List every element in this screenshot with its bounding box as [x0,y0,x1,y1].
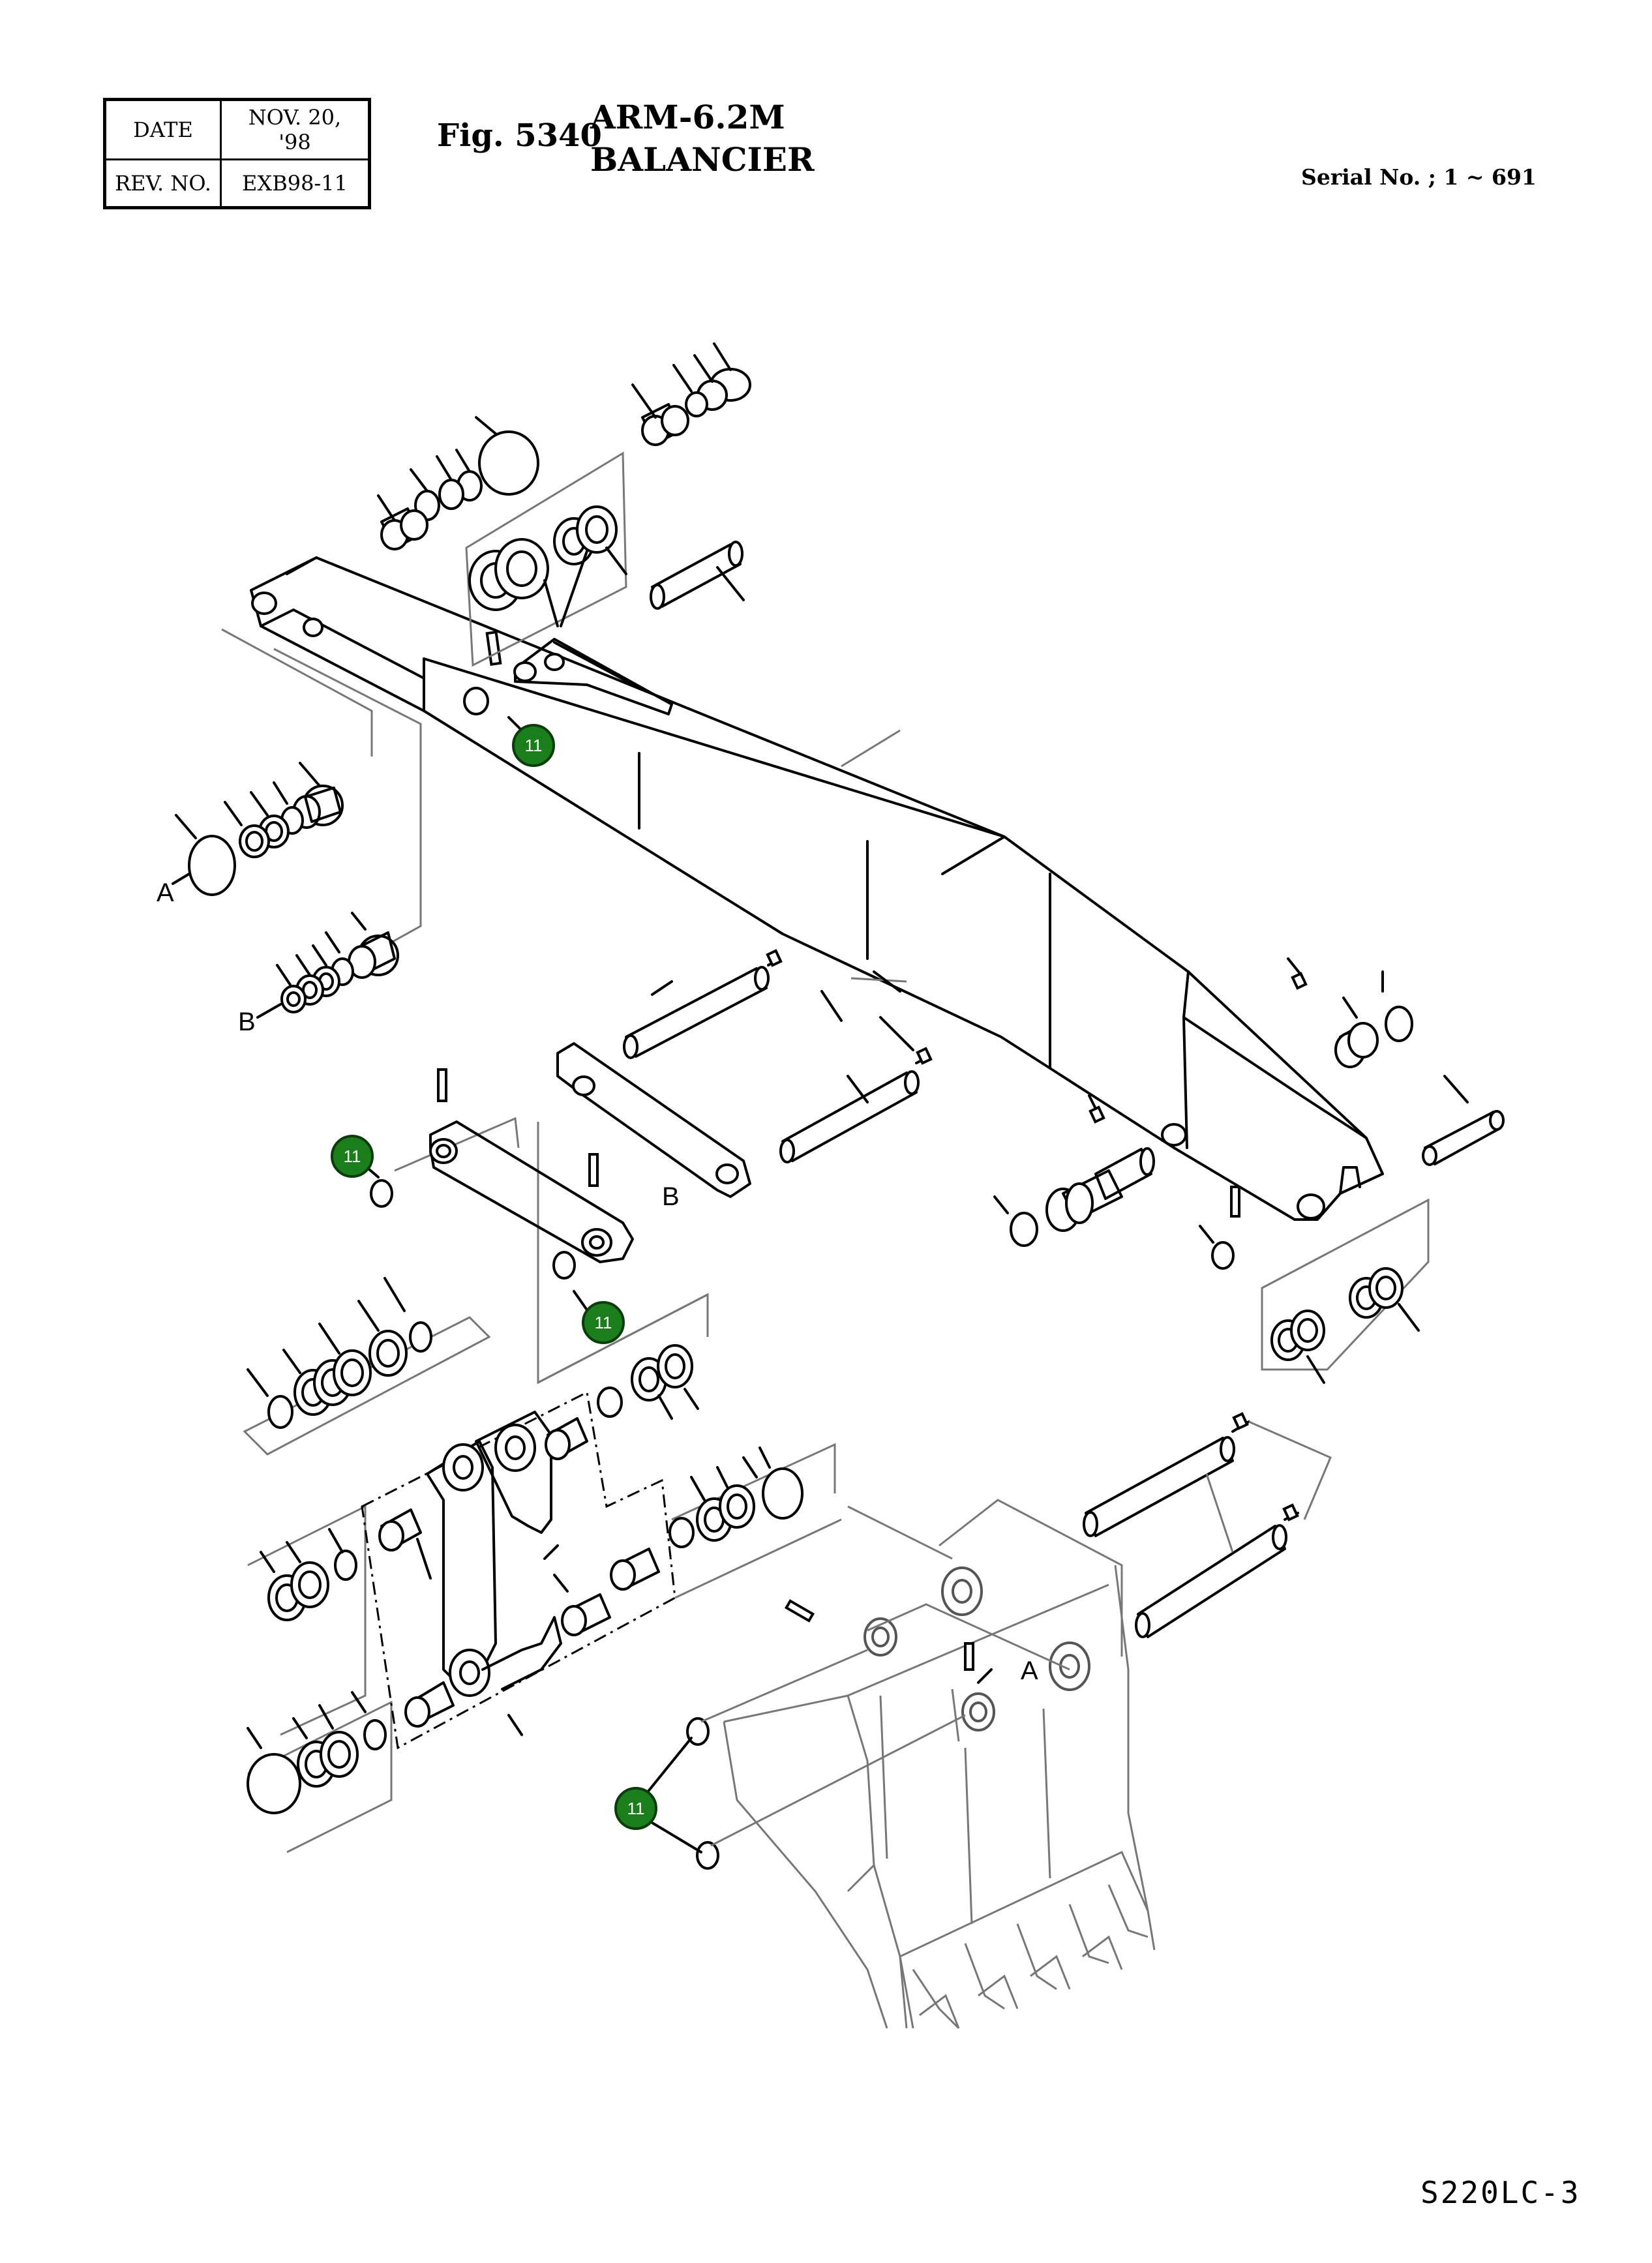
rev-label: REV. NO. [104,158,222,209]
right-pin-sets [993,957,1505,1384]
title-french: BALANCIER [590,140,815,179]
link-assembly [361,1390,676,1750]
ref-letter-b-link: B [662,1182,680,1211]
ref-letter-a-left: A [157,878,174,907]
callout-11-bucket[interactable]: 11 [614,1787,657,1830]
bucket [674,1412,1332,2030]
serial-range: Serial No. ; 1 ~ 691 [1301,164,1537,190]
callout-11-link[interactable]: 11 [331,1135,374,1178]
upper-pin-set [377,342,751,667]
ref-letter-b-left: B [238,1008,256,1036]
title-english: ARM-6.2M [590,98,785,136]
callout-label: 11 [595,1313,612,1332]
date-value: NOV. 20, '98 [220,98,370,160]
callout-label: 11 [344,1146,361,1166]
left-pin-sets [172,628,422,1019]
ref-letter-a-bucket: A [1021,1656,1038,1685]
callout-label: 11 [627,1799,645,1818]
lower-middle-washers [537,1293,836,1548]
callout-11-arm[interactable]: 11 [512,724,555,767]
arm-body [250,556,1384,1221]
lower-left-washers [243,1277,491,1853]
callout-11-center[interactable]: 11 [582,1301,625,1344]
figure-number: Fig. 5340 [437,117,602,154]
date-label: DATE [104,98,222,160]
rev-value: EXB98-11 [220,158,370,209]
revision-table: DATE NOV. 20, '98 REV. NO. EXB98-11 [103,98,371,209]
callout-label: 11 [525,736,543,755]
links [394,949,933,1385]
model-code: S220LC-3 [1420,2175,1581,2210]
